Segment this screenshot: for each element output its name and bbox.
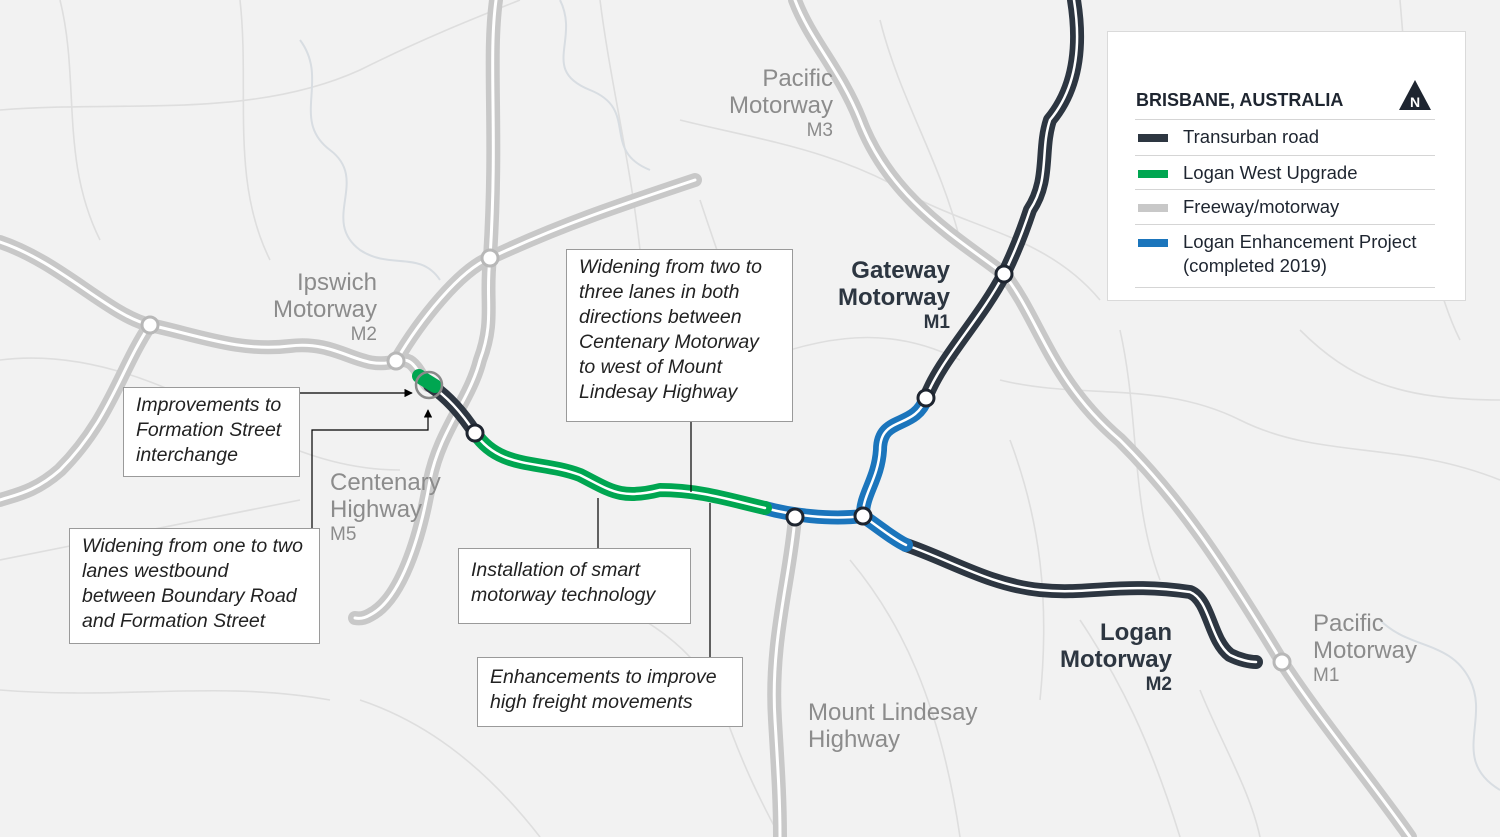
road-label-ipswich: Ipswich Motorway M2 bbox=[257, 269, 377, 347]
interchange-node bbox=[465, 423, 485, 443]
road-code: M3 bbox=[806, 120, 833, 141]
legend-item-enhancement: Logan Enhancement Project (completed 201… bbox=[1135, 224, 1435, 288]
north-label: N bbox=[1410, 94, 1420, 110]
legend-label: Logan Enhancement Project (completed 201… bbox=[1183, 231, 1417, 276]
road-label-mount-lindesay: Mount Lindesay Highway bbox=[808, 699, 978, 753]
road-code: M2 bbox=[1145, 674, 1172, 695]
road-code: M1 bbox=[923, 312, 950, 333]
map-title: BRISBANE, AUSTRALIA bbox=[1136, 90, 1344, 110]
road-label-pacific-m3: Pacific Motorway M3 bbox=[713, 65, 833, 143]
legend-label: Logan West Upgrade bbox=[1183, 162, 1358, 183]
interchanges bbox=[140, 248, 1292, 672]
interchange-node bbox=[386, 351, 406, 371]
road-label-gateway: Gateway Motorway M1 bbox=[828, 257, 950, 335]
road-label-logan: Logan Motorway M2 bbox=[1048, 619, 1172, 697]
interchange-node bbox=[140, 315, 160, 335]
callout-smart-motorway: Installation of smart motorway technolog… bbox=[458, 548, 691, 624]
interchange-node bbox=[994, 264, 1014, 284]
callout-widening-two-three: Widening from two to three lanes in both… bbox=[566, 249, 793, 422]
legend-item-transurban: Transurban road bbox=[1135, 119, 1435, 155]
interchange-node bbox=[853, 506, 873, 526]
formation-street-interchange-highlight bbox=[414, 370, 444, 400]
road-code: M5 bbox=[330, 524, 357, 545]
road-label-centenary: Centenary Highway M5 bbox=[330, 469, 460, 547]
legend-label: Freeway/motorway bbox=[1183, 196, 1340, 217]
interchange-node bbox=[916, 388, 936, 408]
north-arrow-icon: N bbox=[1399, 80, 1431, 110]
road-code: M2 bbox=[350, 324, 377, 345]
callout-widening-one-two: Widening from one to two lanes westbound… bbox=[69, 528, 320, 644]
interchange-node bbox=[1272, 652, 1292, 672]
interchange-node bbox=[480, 248, 500, 268]
legend: BRISBANE, AUSTRALIA N Transurban road Lo… bbox=[1107, 31, 1466, 301]
legend-swatch bbox=[1138, 134, 1168, 142]
legend-swatch bbox=[1138, 170, 1168, 178]
road-code: M1 bbox=[1313, 665, 1340, 686]
road-label-pacific-m1: Pacific Motorway M1 bbox=[1313, 610, 1433, 688]
callout-formation-street: Improvements to Formation Street interch… bbox=[123, 387, 300, 477]
interchange-node bbox=[785, 507, 805, 527]
rivers bbox=[299, 0, 1500, 791]
logan-west-upgrade bbox=[412, 369, 772, 515]
legend-swatch bbox=[1138, 239, 1168, 247]
legend-item-freeway: Freeway/motorway bbox=[1135, 189, 1435, 225]
legend-swatch bbox=[1138, 204, 1168, 212]
callout-leaders bbox=[300, 388, 711, 657]
legend-label: Transurban road bbox=[1183, 126, 1320, 147]
callout-freight: Enhancements to improve high freight mov… bbox=[477, 657, 743, 727]
legend-item-logan-west: Logan West Upgrade bbox=[1135, 155, 1435, 191]
